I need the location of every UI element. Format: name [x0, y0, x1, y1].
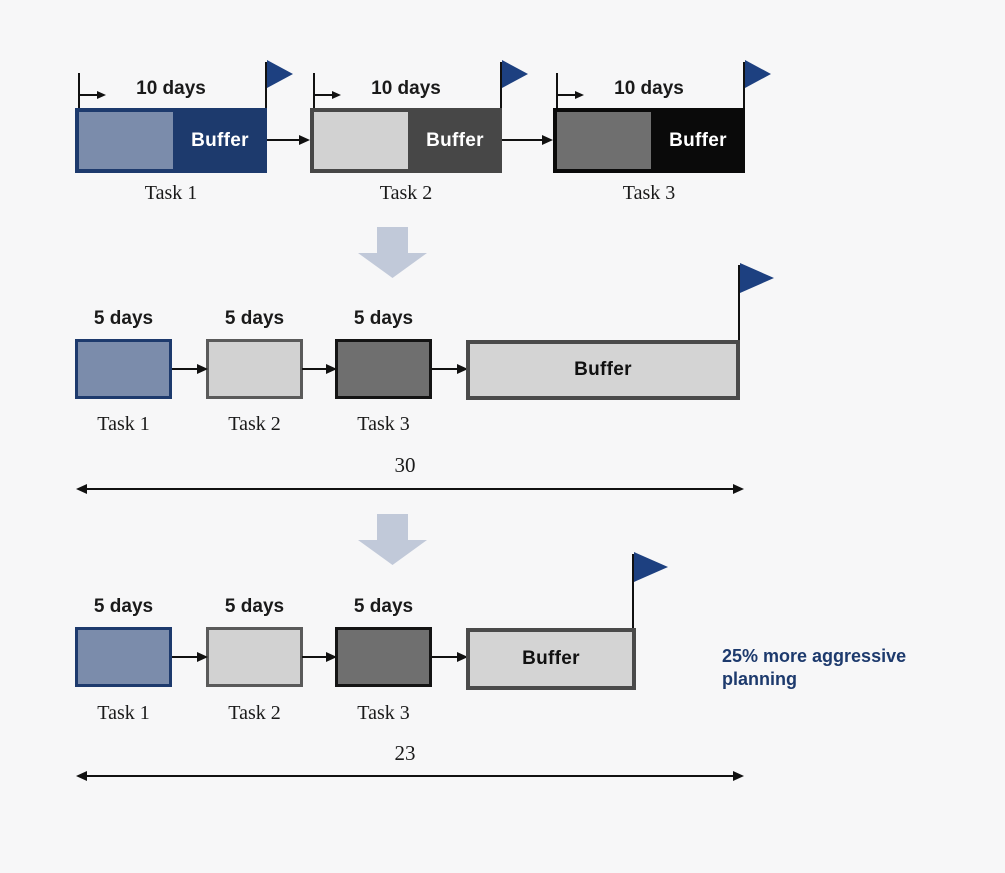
- start-tick-line: [556, 73, 558, 108]
- flag-pole: [632, 554, 634, 628]
- task-box: [75, 339, 172, 399]
- start-arrow-icon: [558, 91, 584, 99]
- task-name: Task 2: [379, 182, 433, 204]
- flag-pole: [500, 62, 502, 108]
- buffer-segment: Buffer: [191, 129, 249, 151]
- task-work-segment: [314, 112, 408, 169]
- connector-arrow: [267, 135, 310, 145]
- start-tick-line: [78, 73, 80, 108]
- task-box: [206, 627, 303, 687]
- duration-label: 5 days: [353, 308, 414, 329]
- milestone-flag-icon: [502, 60, 528, 88]
- flag-pole: [265, 62, 267, 108]
- duration-label: 5 days: [353, 596, 414, 617]
- task-name: Task 2: [228, 413, 281, 435]
- task-box: [335, 627, 432, 687]
- milestone-flag-icon: [740, 263, 774, 293]
- total-duration-label: 23: [394, 741, 416, 765]
- connector-arrow: [302, 652, 337, 662]
- connector-arrow: [172, 364, 208, 374]
- flag-pole: [743, 62, 745, 108]
- annotation-text: 25% more aggressive planning: [722, 646, 907, 689]
- connector-arrow: [432, 652, 468, 662]
- duration-label: 5 days: [93, 596, 154, 617]
- task-work-segment: [557, 112, 651, 169]
- connector-arrow: [172, 652, 208, 662]
- task-bar: Buffer: [75, 108, 267, 173]
- start-arrow-icon: [80, 91, 106, 99]
- buffer-segment: Buffer: [426, 129, 484, 151]
- total-span-arrow: [76, 484, 744, 494]
- start-arrow-icon: [315, 91, 341, 99]
- duration-label: 10 days: [371, 78, 441, 99]
- connector-arrow: [432, 364, 468, 374]
- task-box: [335, 339, 432, 399]
- buffer-segment: Buffer: [669, 129, 727, 151]
- task-name: Task 3: [622, 182, 676, 204]
- total-span-arrow: [76, 771, 744, 781]
- task-bar: Buffer: [553, 108, 745, 173]
- total-duration-label: 30: [394, 453, 416, 477]
- start-tick-line: [313, 73, 315, 108]
- task-name: Task 1: [97, 413, 150, 435]
- milestone-flag-icon: [267, 60, 293, 88]
- project-buffer: Buffer: [466, 628, 636, 690]
- task-name: Task 2: [228, 702, 281, 724]
- duration-label: 10 days: [614, 78, 684, 99]
- project-buffer: Buffer: [466, 340, 740, 400]
- down-arrow-icon: [358, 227, 427, 278]
- duration-label: 5 days: [224, 308, 285, 329]
- task-name: Task 1: [144, 182, 198, 204]
- task-box: [206, 339, 303, 399]
- down-arrow-icon: [358, 514, 427, 565]
- milestone-flag-icon: [634, 552, 668, 582]
- task-name: Task 3: [357, 413, 410, 435]
- task-bar: Buffer: [310, 108, 502, 173]
- task-box: [75, 627, 172, 687]
- connector-arrow: [302, 364, 337, 374]
- duration-label: 5 days: [224, 596, 285, 617]
- duration-label: 10 days: [136, 78, 206, 99]
- connector-arrow: [502, 135, 553, 145]
- task-name: Task 1: [97, 702, 150, 724]
- flag-pole: [738, 265, 740, 340]
- duration-label: 5 days: [93, 308, 154, 329]
- milestone-flag-icon: [745, 60, 771, 88]
- task-work-segment: [79, 112, 173, 169]
- task-name: Task 3: [357, 702, 410, 724]
